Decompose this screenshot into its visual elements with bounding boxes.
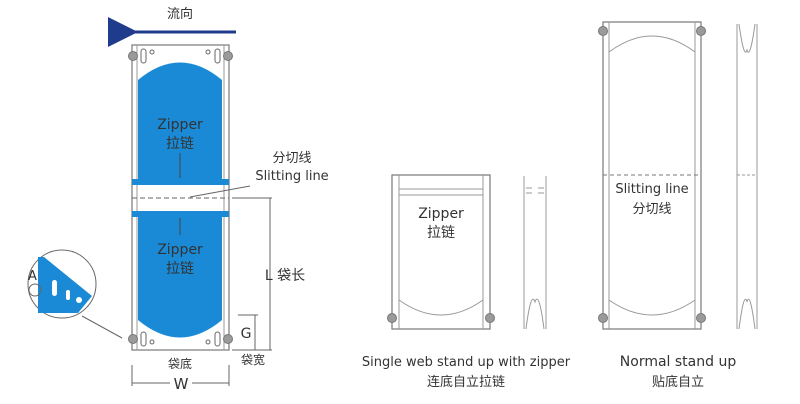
- zipper-label: Zipper: [418, 206, 464, 222]
- zipper-label-top-cn: 拉链: [166, 136, 194, 152]
- side-profile: [523, 176, 547, 330]
- length-label: L 袋长: [265, 268, 305, 284]
- single-web-zipper-diagram: Zipper 拉链 Single web stand up with zippe…: [362, 174, 571, 390]
- zipper-panel-top: [138, 62, 222, 179]
- bottom-label: 袋底: [168, 356, 192, 371]
- slitting-line-label: Slitting line: [615, 182, 688, 197]
- side-profile: [736, 23, 758, 330]
- slitting-line-label-cn: 分切线: [272, 151, 311, 166]
- detail-magnifier: A: [27, 249, 123, 339]
- corner-holes: [128, 51, 233, 344]
- caption-single-web-cn: 连底自立拉链: [427, 374, 505, 390]
- caption-single-web: Single web stand up with zipper: [362, 355, 571, 370]
- zipper-panel-bottom: [138, 217, 222, 338]
- flow-direction-label: 流向: [167, 6, 193, 22]
- caption-normal: Normal stand up: [620, 354, 737, 370]
- gusset-label-cn: 袋宽: [241, 352, 265, 367]
- zipper-label-bottom: Zipper: [157, 242, 203, 258]
- width-label: W: [174, 375, 189, 393]
- zipper-label-bottom-cn: 拉链: [166, 261, 194, 277]
- normal-stand-up-diagram: Slitting line 分切线 Normal stand up 贴底自立: [598, 21, 758, 390]
- caption-normal-cn: 贴底自立: [652, 374, 704, 390]
- slitting-line-label: Slitting line: [255, 169, 328, 184]
- detail-label-a: A: [28, 269, 37, 284]
- gusset-label: G: [241, 326, 252, 342]
- slitting-line-label-cn: 分切线: [632, 202, 671, 217]
- left-bag-diagram: 流向 Zipper 拉链 Zipper 拉链 分切线 Slitting line: [27, 6, 329, 393]
- zipper-label-cn: 拉链: [427, 225, 455, 241]
- zipper-label-top: Zipper: [157, 117, 203, 133]
